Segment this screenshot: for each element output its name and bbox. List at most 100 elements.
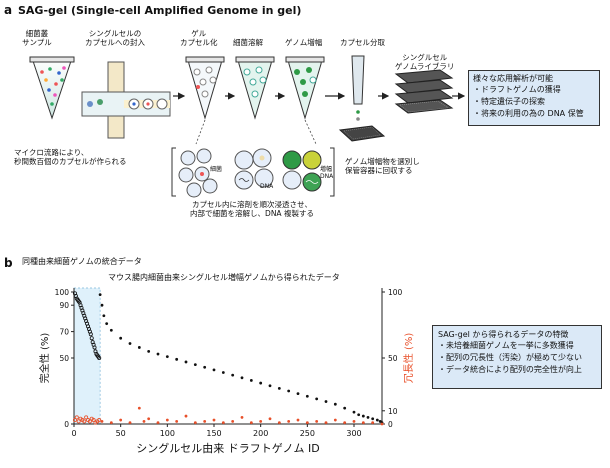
step-library-label: シングルセルゲノムライブラリ: [395, 53, 455, 71]
note-microfluidic: マイクロ流路により、秒間数百個のカプセルが作られる: [14, 148, 127, 166]
applications-box: 様々な応用解析が可能 ・ドラフトゲノムの獲得 ・特定遺伝子の探索 ・将来の利用の…: [468, 70, 600, 126]
x-tick-label: 100: [160, 429, 175, 438]
step-amplification-label: ゲノム増幅: [285, 38, 323, 47]
completeness-point: [366, 416, 370, 419]
panel-b-letter: b: [4, 256, 13, 270]
inset-lysis-capsules: [234, 148, 274, 190]
redundancy-point: [259, 419, 263, 423]
completeness-point: [128, 342, 132, 345]
step-sample-label: 細菌叢サンプル: [22, 29, 52, 47]
inset-gel-capsules: [178, 148, 218, 198]
redundancy-point: [352, 419, 356, 423]
completeness-point: [343, 406, 347, 410]
note-lysis: カプセル内に溶剤を順次浸透させ、内部で細菌を溶解し、DNA 複製する: [190, 200, 314, 218]
completeness-point: [137, 346, 141, 349]
redundancy-point: [97, 418, 102, 423]
step-lysis-label: 細菌溶解: [233, 38, 263, 47]
completeness-point: [371, 417, 375, 421]
completeness-point: [102, 314, 106, 318]
redundancy-point: [156, 421, 160, 425]
library-plates: [394, 69, 454, 114]
redundancy-point: [240, 416, 244, 419]
redundancy-point: [231, 419, 235, 423]
completeness-point: [333, 402, 337, 406]
redundancy-point: [287, 419, 291, 423]
y-right-tick-label: 0: [388, 420, 393, 429]
application-item: ・ドラフトゲノムの獲得: [473, 85, 561, 94]
step-sorting-label: カプセル分取: [340, 38, 385, 47]
redundancy-point: [361, 421, 365, 425]
y-left-tick-label: 90: [59, 301, 69, 310]
application-item: ・将来の利用の為の DNA 保管: [473, 109, 584, 118]
redundancy-point: [142, 419, 146, 423]
feature-item: ・未培養細菌ゲノムを一挙に多数獲得: [438, 341, 574, 350]
completeness-point: [109, 328, 113, 332]
completeness-point: [249, 379, 253, 382]
redundancy-point: [137, 406, 141, 410]
completeness-point: [287, 389, 291, 393]
completeness-point: [184, 360, 188, 364]
completeness-point: [89, 336, 94, 341]
redundancy-point: [91, 418, 96, 423]
features-heading: SAG-gel から得られるデータの特徴: [438, 330, 569, 339]
redundancy-point: [175, 419, 179, 423]
completeness-point: [165, 355, 169, 359]
panel-a-letter: a: [4, 3, 13, 17]
redundancy-point: [193, 421, 197, 425]
y-left-tick-label: 100: [55, 288, 70, 297]
sorting-nozzle: [338, 55, 386, 142]
inset-amplified-capsules: [282, 150, 322, 192]
redundancy-point: [74, 415, 79, 420]
completeness-point: [315, 397, 319, 401]
applications-heading: 様々な応用解析が可能: [473, 74, 553, 83]
redundancy-point: [305, 421, 309, 425]
completeness-point: [156, 352, 160, 356]
redundancy-point: [371, 421, 375, 425]
redundancy-point: [296, 418, 300, 422]
x-tick-label: 300: [346, 429, 361, 438]
completeness-point: [361, 414, 365, 418]
redundancy-point: [109, 421, 113, 425]
redundancy-point: [212, 418, 216, 422]
feature-item: ・データ統合により配列の完全性が向上: [438, 365, 582, 374]
sample-tube: [29, 56, 75, 120]
redundancy-point: [249, 421, 253, 425]
redundancy-point: [165, 418, 169, 422]
panel-a-title: SAG-gel (Single-cell Amplified Genome in…: [18, 4, 302, 17]
redundancy-point: [119, 418, 123, 422]
feature-item: ・配列の冗長性（汚染）が極めて少ない: [438, 353, 582, 362]
lysis-tube: [235, 56, 275, 120]
redundancy-point: [203, 419, 207, 423]
application-item: ・特定遺伝子の探索: [473, 97, 545, 106]
completeness-point: [88, 332, 93, 337]
completeness-point: [175, 357, 179, 361]
redundancy-point: [343, 421, 347, 425]
completeness-point: [240, 376, 244, 380]
y-axis-right-title: 冗長性 (%): [402, 333, 415, 384]
completeness-point: [296, 392, 300, 396]
x-tick-label: 150: [206, 429, 221, 438]
inset-label-dna: DNA: [260, 183, 274, 190]
inset-label-bacteria: 細菌: [210, 166, 223, 173]
y-right-tick-label: 10: [388, 407, 398, 416]
redundancy-point: [268, 417, 272, 421]
completeness-point: [212, 368, 216, 372]
completeness-point: [259, 381, 263, 385]
step-gel-label: ゲルカプセル化: [180, 29, 218, 47]
completeness-point: [119, 336, 123, 340]
completeness-point: [352, 410, 356, 414]
redundancy-point: [84, 415, 89, 420]
y-left-tick-label: 50: [59, 354, 69, 363]
redundancy-point: [128, 421, 132, 425]
completeness-point: [98, 293, 102, 297]
completeness-point: [193, 363, 197, 366]
redundancy-point: [380, 422, 384, 426]
redundancy-point: [100, 419, 104, 423]
completeness-point: [100, 303, 104, 307]
completeness-point: [305, 394, 309, 398]
redundancy-point: [324, 421, 328, 425]
completeness-point: [277, 386, 281, 390]
redundancy-point: [147, 417, 151, 421]
annotation-mouse: マウス腸内細菌由来シングルセル増幅ゲノムから得られたデータ: [108, 273, 340, 282]
